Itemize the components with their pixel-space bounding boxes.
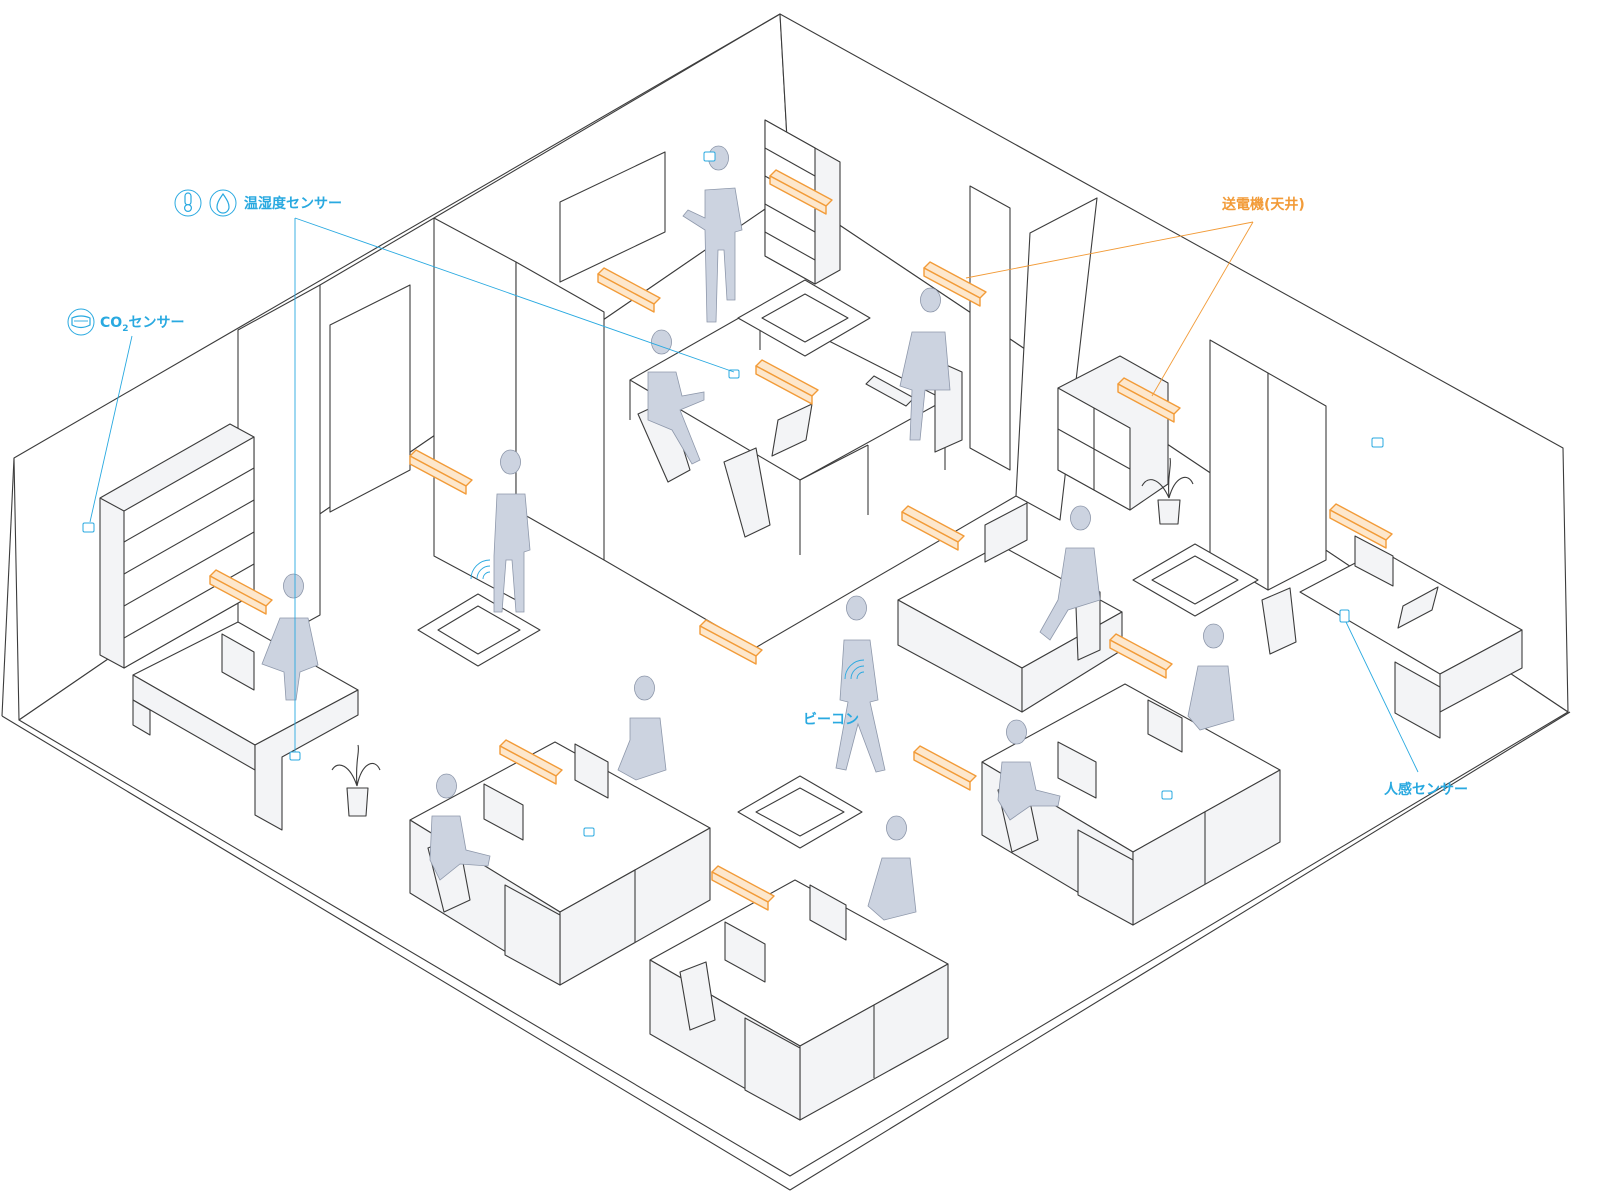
- meeting-room-right-wall: [1015, 197, 1098, 521]
- thermometer-icon: [174, 189, 202, 217]
- temp-humidity-sensor-meeting: [728, 369, 740, 379]
- door-left: [329, 284, 411, 513]
- person-desk-front-left-2: [429, 773, 491, 881]
- ceiling-transmitters: [209, 169, 1393, 911]
- right-door-1: [1209, 339, 1269, 591]
- wifi-wave-icon: [470, 559, 865, 680]
- right-door-2: [1267, 372, 1327, 591]
- person-desk-front-left-1: [617, 675, 667, 781]
- co2-sensor-device: [82, 522, 95, 533]
- person-presenting: [682, 145, 743, 323]
- desk-sensor-front-right: [1161, 790, 1173, 800]
- person-desk-upper: [1039, 505, 1101, 641]
- plants: [331, 457, 1194, 817]
- mask-icon: [67, 308, 95, 336]
- co2-sensor-label: CO2センサー: [100, 315, 184, 337]
- sensor-devices: [82, 151, 1384, 837]
- person-desk-bottom: [867, 815, 917, 921]
- people: [261, 145, 1235, 921]
- water-drop-icon: [209, 189, 237, 217]
- meeting-room-left-wall: [515, 261, 605, 561]
- whiteboard: [559, 151, 666, 283]
- wall-sensor-right: [1371, 437, 1384, 448]
- temp-humidity-sensor-desk: [289, 751, 301, 761]
- transmitter-ceiling-label: 送電機(天井): [1222, 197, 1305, 213]
- co2-sensor-label-suffix: センサー: [128, 315, 185, 331]
- co2-sensor-label-subscript: 2: [122, 323, 129, 334]
- person-desk-front-right-2: [997, 719, 1061, 821]
- wall-sensor-meeting: [703, 151, 716, 162]
- motion-sensor-device: [1339, 609, 1350, 623]
- temp-humidity-sensor-label: 温湿度センサー: [244, 196, 342, 212]
- beacon-label: ビーコン: [803, 712, 859, 728]
- person-desk-front-right-1: [1187, 623, 1235, 731]
- person-meeting-right: [899, 287, 951, 441]
- desk-sensor-front-left: [583, 827, 595, 837]
- floor-mats: [417, 279, 1259, 849]
- co2-sensor-label-prefix: CO: [100, 315, 123, 331]
- person-beacon-walking: [835, 595, 886, 773]
- callout-lines: [89, 217, 1419, 773]
- motion-sensor-label: 人感センサー: [1384, 782, 1468, 798]
- meeting-door: [969, 185, 1011, 471]
- person-beacon-left: [493, 449, 531, 613]
- person-meeting-left: [647, 329, 705, 465]
- laptops: [771, 375, 1439, 629]
- monitors: [221, 502, 1394, 983]
